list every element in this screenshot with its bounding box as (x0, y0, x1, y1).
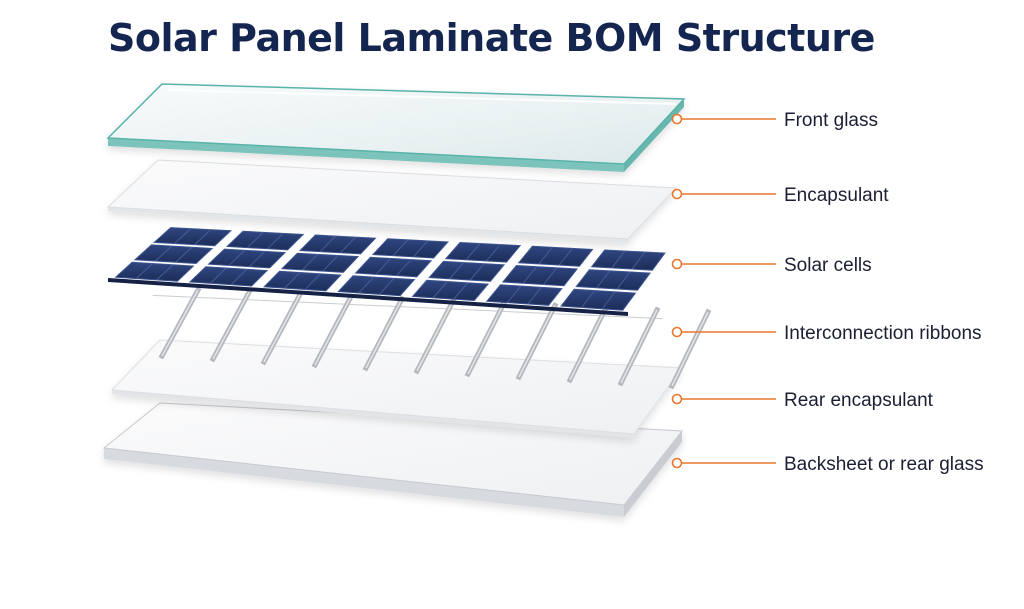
cell-busbar (527, 287, 542, 305)
solar-cell (354, 256, 433, 278)
cell-busbar (538, 247, 553, 265)
cell-busbar (507, 285, 522, 303)
cell-busbar (135, 263, 153, 279)
leader-dot (671, 457, 683, 469)
cell-busbar (340, 236, 356, 254)
ribbon-highlight (467, 302, 505, 375)
layer-label-rear-encapsulant: Rear encapsulant (784, 390, 934, 411)
solar-cell (590, 249, 666, 271)
ribbon-highlight (671, 311, 709, 387)
cell-busbar (284, 272, 301, 289)
cell-busbar (469, 263, 485, 281)
cell-busbar (304, 273, 321, 290)
ribbon-highlight (518, 305, 556, 378)
cell-busbar (522, 266, 537, 284)
solar-cell (371, 238, 449, 259)
cell-busbar (543, 267, 558, 285)
cell-busbar (379, 278, 395, 295)
cell-busbar (322, 255, 339, 272)
cell-busbar (392, 239, 409, 257)
cell-busbar (453, 282, 468, 300)
solar-cell (560, 288, 637, 311)
solar-cell (114, 261, 195, 282)
cell-busbar (228, 249, 245, 266)
cell-busbar (413, 240, 429, 258)
cell-busbar (396, 259, 412, 276)
ribbon-crosswire (152, 294, 663, 320)
ribbon-highlight (263, 294, 301, 363)
ribbon-highlight (161, 289, 199, 357)
solar-cell (188, 266, 269, 287)
cell-busbar (249, 251, 266, 267)
cell-busbar (319, 235, 336, 252)
cell-busbar (174, 228, 192, 244)
solar-cell (152, 227, 233, 247)
ribbon-highlight (569, 307, 607, 381)
solar-cells-layer (108, 227, 666, 316)
layer-label-front-glass: Front glass (784, 110, 878, 131)
ribbon-highlight (365, 298, 403, 369)
solar-cell (411, 279, 490, 302)
ribbon-highlight (416, 300, 454, 372)
cell-busbar (432, 281, 448, 299)
cell-busbar (210, 267, 227, 284)
cell-busbar (465, 243, 481, 261)
layer-label-encapsulant: Encapsulant (784, 185, 889, 206)
interconnection-ribbons-layer (152, 286, 712, 390)
solar-cell (133, 244, 214, 265)
ribbon-highlight (314, 296, 352, 366)
cell-busbar (558, 248, 573, 266)
ribbon-highlight (212, 291, 250, 360)
leader-dot (671, 113, 683, 125)
cell-busbar (247, 232, 264, 248)
solar-cell (262, 270, 342, 292)
solar-cell (501, 264, 579, 287)
cell-busbar (267, 233, 284, 250)
leader-dot (671, 393, 683, 405)
solar-cell (444, 241, 522, 263)
cell-busbar (230, 269, 247, 285)
encapsulant-layer (106, 159, 678, 243)
solar-cell (485, 284, 563, 306)
cell-busbar (194, 229, 212, 245)
cell-busbar (631, 251, 646, 270)
layer-label-interconnection-ribbons: Interconnection ribbons (784, 323, 982, 344)
cell-busbar (581, 290, 595, 308)
layer-label-solar-cells: Solar cells (784, 255, 872, 276)
cell-busbar (611, 250, 626, 269)
solar-cell (575, 269, 652, 291)
solar-cell (517, 245, 594, 267)
front-glass-layer (106, 83, 686, 172)
cell-busbar (175, 246, 193, 263)
cell-busbar (302, 254, 318, 271)
cell-busbar (375, 258, 391, 275)
solar-cell (428, 260, 506, 282)
diagram-title: Solar Panel Laminate BOM Structure (108, 16, 875, 60)
solar-cell (225, 230, 305, 251)
solar-cell (298, 234, 377, 255)
cell-busbar (601, 291, 616, 310)
ribbon-highlight (620, 309, 658, 384)
solar-cell (280, 252, 360, 273)
leader-dot (671, 326, 683, 338)
cell-busbar (485, 244, 501, 262)
cell-busbar (449, 262, 464, 280)
cell-busbar (156, 264, 174, 281)
cell-busbar (155, 245, 172, 262)
cell-busbar (616, 271, 631, 290)
solar-cell (337, 275, 416, 297)
leader-dot (671, 258, 683, 270)
cell-busbar (596, 270, 610, 288)
cell-edge (108, 278, 628, 316)
layer-label-backsheet: Backsheet or rear glass (784, 454, 984, 475)
solar-cell (207, 248, 287, 269)
leader-dot (671, 188, 683, 200)
cell-busbar (358, 276, 374, 294)
